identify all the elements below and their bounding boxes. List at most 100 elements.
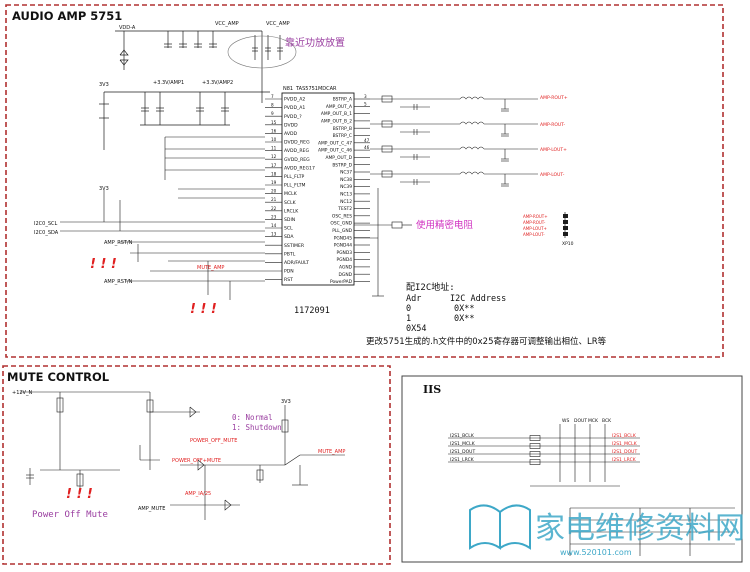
speaker-connector: AMP-ROUT+ AMP-ROUT- AMP-LOUT+ AMP-LOUT- … [523, 212, 574, 247]
ic-left-pin-name: GVDD_REG [284, 157, 310, 163]
net-amp-lout-plus: AMP-LOUT+ [540, 147, 567, 153]
connector-refdes: XP10 [562, 241, 574, 247]
ic-left-pin-name: PDN [284, 269, 294, 275]
connector-pin-1: AMP-ROUT+ [523, 214, 548, 219]
ic-left-pin-name: SDA [284, 234, 294, 240]
net-power-off-plus-mute: POWER_OFF+MUTE [172, 458, 221, 464]
watermark-url: www.520101.com [560, 548, 632, 557]
ground-bus [354, 188, 384, 297]
ic-left-pin-number: 23 [271, 214, 277, 219]
rail-label-vcc-amp-1: VCC_AMP [215, 21, 239, 27]
ic-left-pin-number: 20 [271, 189, 277, 194]
iis-right-signal: I2S1_BCLK [612, 433, 637, 439]
i2c-row0-address: 0X** [454, 304, 474, 314]
ic-left-pin-number: 18 [271, 171, 277, 176]
ic-left-pin-name: PVDD_A2 [284, 97, 305, 103]
iis-title: IIS [423, 383, 441, 396]
net-i2c0-sda: I2C0_SDA [34, 230, 59, 236]
net-mute-amp: MUTE_AMP [197, 265, 224, 271]
i2c-row1-address: 0X** [454, 314, 474, 324]
ic-left-pin-name: AVDD [284, 131, 298, 137]
ic-left-pin-name: SCL [284, 226, 293, 232]
ic-right-pin-number: 46 [364, 145, 370, 150]
i2c-header-address: I2C Address [450, 294, 506, 304]
connector-pin-4: AMP-LOUT- [523, 232, 545, 237]
mute-control-title: MUTE CONTROL [7, 370, 110, 384]
ic-left-pin-number: 11 [271, 146, 277, 151]
ic-left-pin-name: LRCLK [284, 208, 299, 214]
net-amp-rout-plus: AMP-ROUT+ [540, 95, 568, 101]
ic-left-pin-name: ADR/FAULT [284, 260, 309, 266]
ic-right-pin-name: BSTRP_A [333, 97, 352, 103]
iis-top-bck: BCK [602, 418, 612, 424]
ic-stock-number: 1172091 [294, 306, 330, 316]
net-amp-rst-top: AMP_RST/N [104, 240, 133, 246]
precision-resistor-note: 使用精密电阻 [416, 219, 474, 231]
watermark-logo-icon [469, 504, 531, 550]
rail-label-12v: +12V_N [12, 390, 32, 396]
net-amp-rst-bottom: AMP_RST/N [104, 279, 133, 285]
ic-left-pin-number: 12 [271, 154, 277, 159]
i2c-row0-adr: 0 [406, 304, 411, 314]
rail-label-3v3-mute: 3V3 [281, 399, 291, 405]
ic-left-pin-number: 10 [271, 137, 277, 142]
net-amp-rout-minus: AMP-ROUT- [540, 122, 565, 128]
ic-left-pin-number: 7 [271, 94, 274, 99]
connector-pin-3: AMP-LOUT+ [523, 226, 547, 231]
audio-amp-frame [5, 4, 724, 358]
ic-right-pin-number: 47 [364, 138, 370, 143]
ic-right-pin-name: NC13 [340, 192, 352, 198]
ic-right-pin-name: TEST2 [337, 206, 352, 212]
ic-left-pin-number: 17 [271, 163, 277, 168]
net-mute-amp-out: MUTE_AMP [318, 449, 345, 455]
ic-left-pin-name: PLL_FLTP [284, 174, 305, 180]
warning-mark-mute: ! ! ! [66, 487, 93, 502]
iis-top-ws: WS [562, 418, 569, 424]
ic-right-pin-name: AMP_OUT_B_2 [321, 119, 352, 125]
ic-right-pin-name: BSTRP_D [332, 162, 352, 168]
net-amp-lout-minus: AMP-LOUT- [540, 172, 565, 178]
rail-label-amp1: +3.3V/AMP1 [153, 80, 184, 86]
supply-filter-block [115, 30, 283, 103]
ic-right-pin-name: BSTRP_B [333, 126, 352, 132]
i2c-row1-adr: 1 [406, 314, 411, 324]
i2c-table-title: 配I2C地址: [406, 281, 455, 293]
ic-right-pin-name: NC12 [340, 199, 352, 205]
ic-left-pin-name: PBTL [284, 251, 296, 257]
i2c-extra-address: 0X54 [406, 324, 426, 334]
iis-right-signal: I2S1_DOUT [612, 449, 637, 455]
iis-left-signal: I2S1_DOUT [450, 449, 475, 455]
iis-frame [401, 375, 743, 563]
ic-left-pin-name: PVDD_? [284, 114, 302, 120]
ic-left-pins: PVDD_A27PVDD_A18PVDD_?9DVDD15AVDD16DVDD_… [265, 94, 315, 283]
rail-label-vcc-amp-2: VCC_AMP [266, 21, 290, 27]
tas5751-ic: N81 TAS5751MDCAR 1172091 PVDD_A27PVDD_A1… [265, 86, 370, 316]
ic-left-pin-name: AVDD_REG [284, 148, 309, 154]
ic-left-pin-name: SSTIMER [284, 243, 305, 249]
ic-right-pin-name: AGND [339, 265, 353, 271]
ic-right-pin-name: OSC_GND [330, 221, 352, 227]
ic-left-pin-number: 19 [271, 180, 277, 185]
ic-right-pin-name: AMP_OUT_C_47 [318, 140, 352, 146]
ic-right-pin-name: AMP_OUT_C_46 [318, 148, 352, 154]
ic-left-pin-name: RST [284, 277, 293, 283]
iis-circuit [530, 424, 735, 556]
mute-legend-shutdown: 1: Shutdown [232, 423, 282, 432]
place-near-amp-note: 靠近功放放置 [285, 36, 345, 49]
ic-right-pin-name: NC38 [340, 177, 352, 183]
ic-left-pin-number: 8 [271, 103, 274, 108]
ic-left-pin-name: MCLK [284, 191, 298, 197]
ic-left-pin-name: PVDD_A1 [284, 105, 305, 111]
warning-mark-left: ! ! ! [90, 257, 117, 272]
ic-left-pin-name: DVDD [284, 122, 298, 128]
ic-part-number: TAS5751MDCAR [295, 86, 337, 92]
ic-right-pin-name: NC39 [340, 184, 352, 190]
rail-label-3v3-sda: 3V3 [99, 186, 109, 192]
iis-top-dout: DOUT [574, 418, 587, 424]
ic-left-pin-name: SCLK [284, 200, 297, 206]
iis-left-signal: I2S1_BCLK [450, 433, 475, 439]
net-i2c0-scl: I2C0_SCL [34, 221, 57, 227]
ic-left-pin-name: SDIN [284, 217, 295, 223]
watermark-text: 家电维修资料网 [535, 511, 745, 546]
